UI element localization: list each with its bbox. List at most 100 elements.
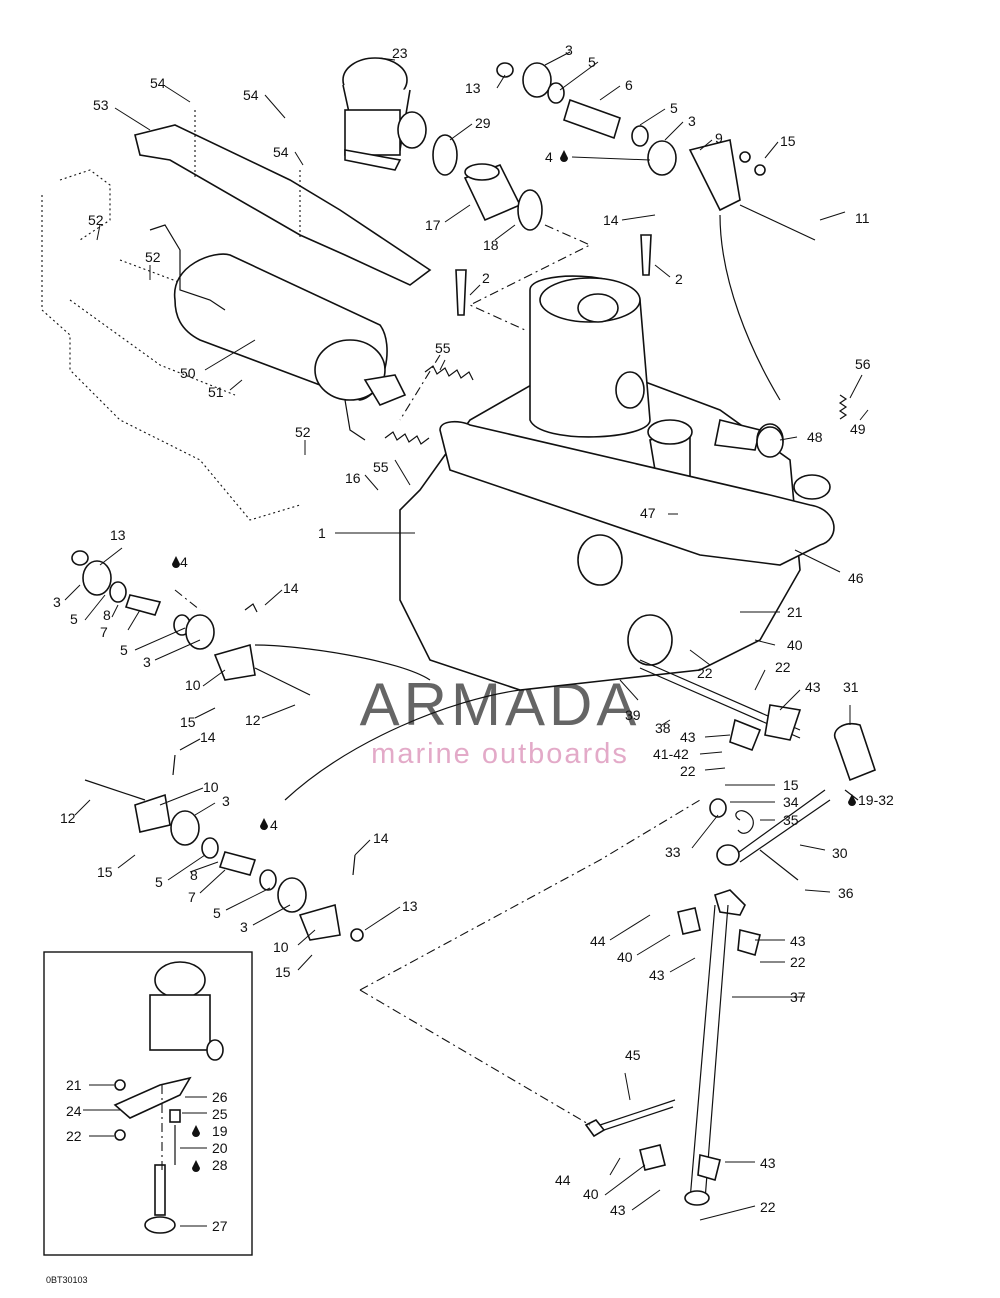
callout-3: 3: [688, 113, 696, 129]
callout-43: 43: [649, 967, 665, 983]
callout-30: 30: [832, 845, 848, 861]
callout-40: 40: [617, 949, 633, 965]
callout-5: 5: [670, 100, 678, 116]
callout-53: 53: [93, 97, 109, 113]
callout-13: 13: [110, 527, 126, 543]
leader-lines: [64, 51, 869, 1227]
callout-3: 3: [143, 654, 151, 670]
callout-21: 21: [66, 1077, 82, 1093]
callout-37: 37: [790, 989, 806, 1005]
spark-plug: [455, 269, 467, 316]
callout-15: 15: [180, 714, 196, 730]
callout-54: 54: [273, 144, 289, 160]
figure-code: 0BT30103: [46, 1275, 88, 1285]
clamp: [432, 134, 458, 176]
callout-4: 4: [545, 149, 553, 165]
callout-21: 21: [787, 604, 803, 620]
callout-14: 14: [373, 830, 389, 846]
inset-carburetor: [113, 961, 224, 1234]
callout-34: 34: [783, 794, 799, 810]
callout-12: 12: [245, 712, 261, 728]
callout-35: 35: [783, 812, 799, 828]
callout-10: 10: [273, 939, 289, 955]
spark-plug: [640, 234, 652, 276]
gasket: [756, 426, 784, 458]
callout-11: 11: [855, 210, 870, 226]
callout-40: 40: [583, 1186, 599, 1202]
callout-5: 5: [70, 611, 78, 627]
callout-45: 45: [625, 1047, 641, 1063]
callout-4: 4: [180, 554, 188, 570]
callout-3: 3: [565, 42, 573, 58]
callout-7: 7: [100, 624, 108, 640]
sealant-drop-icon: [260, 818, 268, 830]
callout-33: 33: [665, 844, 681, 860]
sealant-drop-icons: [172, 150, 856, 1172]
callout-40: 40: [787, 637, 803, 653]
spring: [384, 431, 430, 445]
callout-24: 24: [66, 1103, 82, 1119]
callout-10: 10: [203, 779, 219, 795]
callout-46: 46: [848, 570, 864, 586]
callout-2: 2: [482, 270, 490, 286]
spring: [424, 365, 474, 381]
callout-4: 4: [270, 817, 278, 833]
watermark-tagline: marine outboards: [371, 738, 629, 770]
carburetor-mount-inset: [43, 951, 253, 1256]
callout-14: 14: [200, 729, 216, 745]
callout-5: 5: [120, 642, 128, 658]
top-mount: [496, 62, 816, 241]
callout-22: 22: [66, 1128, 82, 1144]
sealant-drop-icon: [848, 794, 856, 806]
callout-26: 26: [212, 1089, 228, 1105]
callout-14: 14: [283, 580, 299, 596]
callout-52: 52: [88, 212, 104, 228]
sealant-drop-icon: [192, 1125, 200, 1137]
sealant-drop-icon: [192, 1160, 200, 1172]
muffler: [149, 224, 407, 441]
callout-43: 43: [805, 679, 821, 695]
callout-29: 29: [475, 115, 491, 131]
spring: [838, 394, 848, 420]
callout-15: 15: [783, 777, 799, 793]
callout-2: 2: [675, 271, 683, 287]
callout-9: 9: [715, 130, 723, 146]
callout-19: 19: [212, 1123, 228, 1139]
callout-8: 8: [103, 607, 111, 623]
callout-44: 44: [555, 1172, 571, 1188]
callout-12: 12: [60, 810, 76, 826]
callout-10: 10: [185, 677, 201, 693]
callout-28: 28: [212, 1157, 228, 1173]
callout-23: 23: [392, 45, 408, 61]
callout-16: 16: [345, 470, 361, 486]
callout-56: 56: [855, 356, 871, 372]
callout-43: 43: [790, 933, 806, 949]
callout-7: 7: [188, 889, 196, 905]
clamp: [517, 189, 543, 231]
callout-5: 5: [588, 54, 596, 70]
callout-55: 55: [373, 459, 389, 475]
callout-3: 3: [222, 793, 230, 809]
callout-25: 25: [212, 1106, 228, 1122]
callout-43: 43: [610, 1202, 626, 1218]
callout-22: 22: [680, 763, 696, 779]
callout-13: 13: [402, 898, 418, 914]
callout-labels: 54 54 54 53 23 13 3 5 6 5 3 9 15 29 4 17…: [53, 42, 894, 1234]
callout-20: 20: [212, 1140, 228, 1156]
callout-5: 5: [155, 874, 163, 890]
callout-18: 18: [483, 237, 499, 253]
callout-5: 5: [213, 905, 221, 921]
callout-22: 22: [790, 954, 806, 970]
callout-17: 17: [425, 217, 441, 233]
callout-22: 22: [760, 1199, 776, 1215]
callout-13: 13: [465, 80, 481, 96]
callout-19-32: 19-32: [858, 792, 894, 808]
callout-49: 49: [850, 421, 866, 437]
callout-1: 1: [318, 525, 326, 541]
callout-52: 52: [295, 424, 311, 440]
left-mount-lower: [84, 754, 364, 942]
callout-43: 43: [680, 729, 696, 745]
intake-boot: [463, 163, 522, 222]
callout-14: 14: [603, 212, 619, 228]
